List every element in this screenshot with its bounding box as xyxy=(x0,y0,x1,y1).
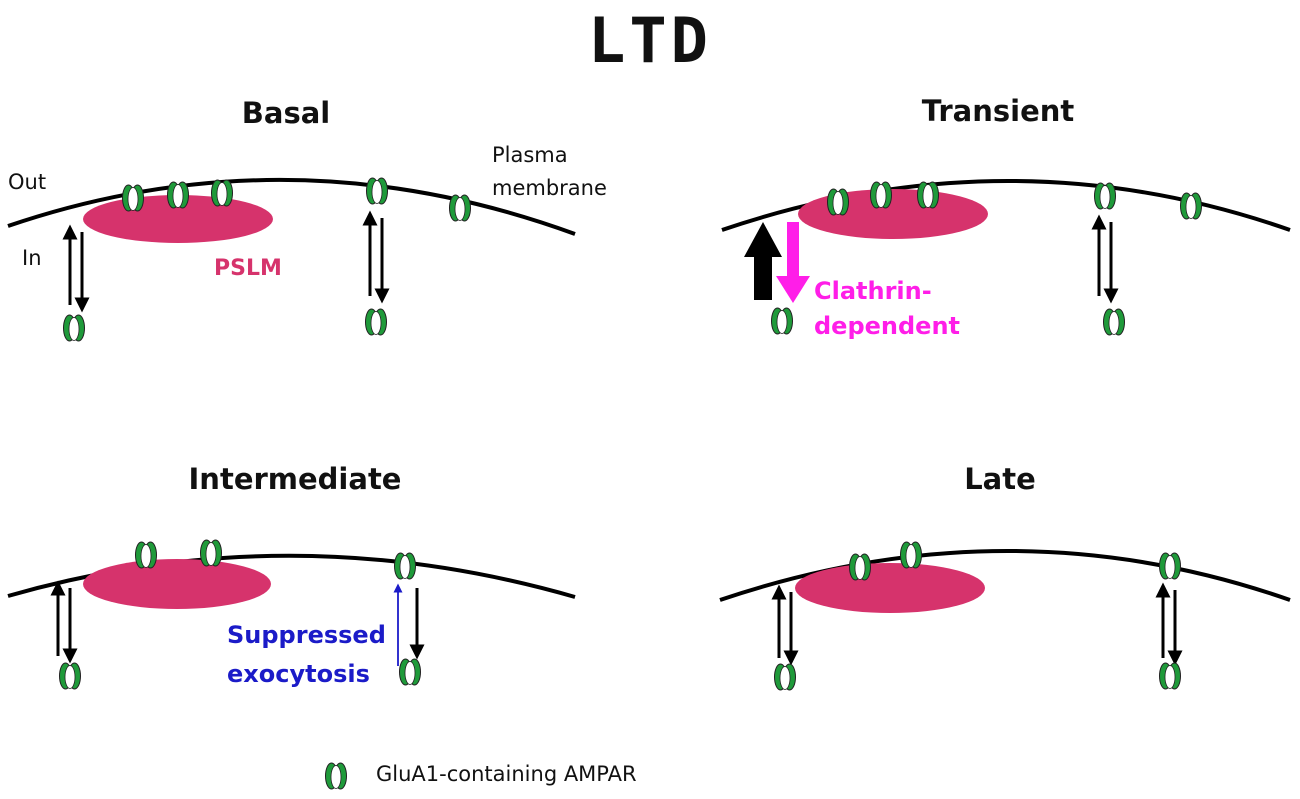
receptor-intracellular xyxy=(774,663,796,691)
intermediate-drawing xyxy=(7,539,576,690)
receptor-surface xyxy=(449,194,471,222)
receptor-surface xyxy=(827,188,849,216)
pslm-patch xyxy=(798,189,988,239)
receptor-surface xyxy=(366,177,388,205)
transient-drawing xyxy=(721,179,1291,336)
receptor-surface xyxy=(200,539,222,567)
receptor-intracellular xyxy=(365,308,387,336)
clathrin-endocytosis-arrow xyxy=(776,222,810,303)
receptor-surface xyxy=(1159,552,1181,580)
receptor-intracellular xyxy=(1103,308,1125,336)
pslm-label: PSLM xyxy=(214,256,282,281)
panel-title: Late xyxy=(964,462,1036,496)
receptor-surface xyxy=(167,181,189,209)
out-label: Out xyxy=(8,170,47,194)
panel-title: Basal xyxy=(241,96,331,130)
plasma-membrane xyxy=(7,553,576,599)
panel-title: Intermediate xyxy=(188,462,402,496)
large-exocytosis-arrow xyxy=(744,222,782,300)
receptor-intracellular xyxy=(59,662,81,690)
diagram-title: LTD xyxy=(588,4,712,77)
panel-title: Transient xyxy=(921,94,1075,128)
panel-transient: Transient Clathrin- dependent xyxy=(650,0,1300,370)
membrane-label-line-1: Plasma xyxy=(492,143,568,167)
panel-late: Late xyxy=(650,370,1300,740)
receptor-surface xyxy=(122,184,144,212)
pslm-patch xyxy=(83,559,271,609)
ampar-receptor-icon xyxy=(325,762,347,790)
receptor-intracellular xyxy=(63,314,85,342)
in-label: In xyxy=(22,246,42,270)
receptor-intracellular xyxy=(399,658,421,686)
pslm-patch xyxy=(795,563,985,613)
receptor-surface xyxy=(849,553,871,581)
plasma-membrane xyxy=(719,549,1291,602)
basal-drawing xyxy=(7,177,576,342)
plasma-membrane xyxy=(7,177,576,236)
panel-basal: Basal Out In PSLM Plasma membrane xyxy=(0,0,650,370)
receptor-surface xyxy=(394,552,416,580)
suppressed-annotation-line-1: Suppressed xyxy=(227,621,386,649)
late-drawing xyxy=(719,541,1291,691)
membrane-label-line-2: membrane xyxy=(492,176,607,200)
receptor-surface xyxy=(917,181,939,209)
receptor-surface xyxy=(900,541,922,569)
receptor-surface xyxy=(1094,182,1116,210)
suppressed-annotation-line-2: exocytosis xyxy=(227,660,370,688)
clathrin-annotation-line-2: dependent xyxy=(814,312,961,340)
receptor-surface xyxy=(211,179,233,207)
receptor-surface xyxy=(135,541,157,569)
receptor-surface xyxy=(870,181,892,209)
receptor-surface xyxy=(1180,192,1202,220)
legend-label: GluA1-containing AMPAR xyxy=(376,762,637,786)
receptor-intracellular xyxy=(1159,662,1181,690)
receptor-intracellular xyxy=(771,307,793,335)
panel-intermediate: Intermediate Suppressed exocytosis xyxy=(0,370,650,740)
clathrin-annotation-line-1: Clathrin- xyxy=(814,277,932,305)
